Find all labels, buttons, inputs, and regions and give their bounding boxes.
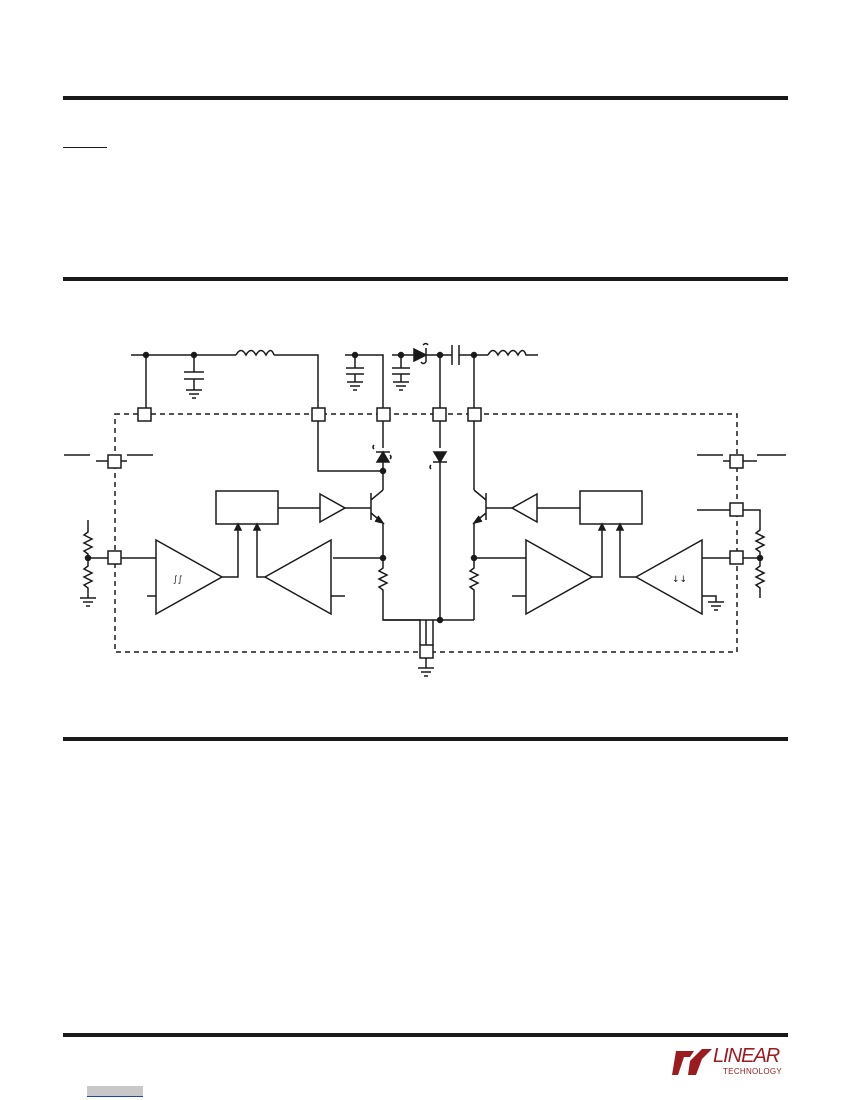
ground-icon [186, 389, 202, 399]
logic-block-right [579, 490, 643, 525]
ground-icon [708, 601, 724, 611]
amplifier-right-icon [525, 538, 594, 616]
section-rule-middle [63, 277, 788, 281]
wire-amp-logic-right [592, 530, 603, 578]
comparator-left-symbol: ∫∫ [173, 575, 183, 585]
wire-mid-ground [383, 619, 474, 645]
ground-icon [418, 667, 434, 677]
arrow-up [615, 522, 625, 531]
ground-icon [347, 381, 363, 391]
pin-right-lower [729, 550, 744, 565]
diode-internal-mid-bar [429, 461, 447, 470]
section-rule-lower [63, 737, 788, 741]
header-rule-top [63, 96, 788, 100]
footer-rule [63, 1033, 788, 1037]
ground-icon [393, 381, 409, 391]
inductor-left-icon [235, 349, 275, 357]
wire-left-upper [64, 454, 153, 462]
footer-link-underline [87, 1096, 143, 1097]
inductor-right-icon [487, 349, 538, 357]
diode-internal-left-icon [375, 450, 391, 463]
capacitor-left-icon [184, 355, 204, 390]
wire-amp-logic-left [256, 530, 265, 578]
resistor-right-top-icon [754, 525, 766, 558]
pin-right-mid [729, 502, 744, 517]
pin-left-lower [107, 550, 122, 565]
diode-internal-left-bar [372, 444, 392, 460]
diode-schottky-icon [413, 347, 428, 363]
wire-right-mid [697, 509, 761, 525]
comparator-right-icon [634, 538, 703, 616]
ic-boundary [114, 413, 738, 653]
wire-right-upper [697, 454, 786, 462]
capacitor-mid-icon [346, 355, 364, 382]
logo-wordmark: LINEAR [713, 1045, 780, 1067]
diode-internal-mid-icon [432, 451, 448, 464]
pin-5 [467, 407, 482, 422]
buffer-right-icon [510, 492, 538, 524]
linear-technology-logo [672, 1049, 712, 1075]
logic-block-left [215, 490, 279, 525]
footer-link-box[interactable] [87, 1086, 143, 1096]
amplifier-left-icon [263, 538, 332, 616]
resistor-left-top-icon [82, 520, 94, 558]
ground-icon [80, 597, 96, 607]
resistor-right-bottom-icon [754, 558, 766, 598]
pin-1 [137, 407, 152, 422]
pin-4 [432, 407, 447, 422]
wire-comparator-right-ground [702, 595, 717, 602]
comparator-left-icon [155, 538, 224, 616]
arrow-up [597, 522, 607, 531]
arrow-up [233, 522, 243, 531]
pin-2 [311, 407, 326, 422]
section-heading-underline [63, 147, 107, 148]
logo-subtext: TECHNOLOGY [723, 1067, 783, 1076]
arrow-up [252, 522, 262, 531]
resistor-sense-right-icon [468, 558, 480, 620]
resistor-left-bottom-icon [82, 558, 94, 598]
capacitor-series-icon [451, 345, 460, 365]
comparator-right-symbol: ↓↓ [672, 575, 687, 585]
resistor-sense-left-icon [377, 558, 421, 645]
wire-comparator-logic-right [619, 530, 636, 578]
pin-ground [419, 644, 434, 659]
wire-inductor-pin2 [274, 354, 319, 408]
pin-3 [376, 407, 391, 422]
capacitor-mid2-icon [392, 355, 410, 382]
pin-left-upper [107, 454, 122, 469]
buffer-left-icon [319, 492, 347, 524]
pin-right-upper [729, 454, 744, 469]
wire-pin2-down [317, 421, 383, 472]
wire-comparator-logic-left [222, 530, 239, 578]
